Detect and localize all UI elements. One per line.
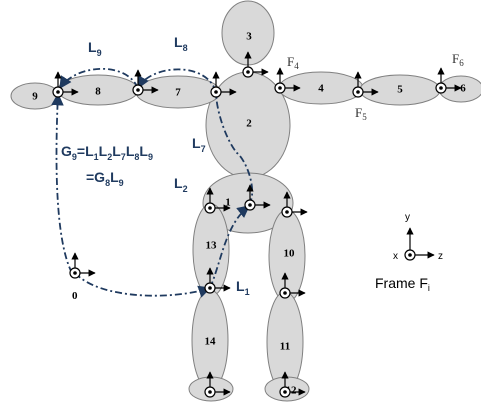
link-labels: L9 L8 L7 L2 L1 [88,34,250,297]
path-elbow-to-wrist [59,67,139,90]
segment-label-2: 2 [246,118,252,130]
joint-frame-left-hip [204,187,231,214]
path-origin-to-hip [74,272,212,298]
joint-frame-right-wrist [435,67,462,94]
path-hip-to-pelvis [209,205,250,289]
link-label-l7: L7 [192,135,206,154]
segment-label-13: 13 [206,240,218,252]
legend-title: Frame Fi [375,275,430,293]
joint-frame-origin [69,252,96,279]
joint-dot-icon [283,390,287,394]
legend-x-label: x [393,251,398,262]
joint-dot-icon [208,286,212,290]
segment-label-6: 6 [460,83,466,95]
link-label-l1: L1 [236,278,250,297]
frame-label-f5: F5 [355,105,367,122]
path-shoulder-to-elbow [137,68,217,93]
joint-dot-icon [246,70,250,74]
link-label-l2: L2 [174,175,188,194]
segment-label-1: 1 [225,197,231,209]
joint-frame-left-shoulder [210,71,237,98]
path-origin-to-wrist [51,92,73,274]
segment-label-12: 12 [286,385,298,397]
frame-legend: y x z Frame Fi [375,212,443,293]
frame-label-f4: F4 [287,54,299,71]
legend-z-label: z [438,251,443,262]
joint-frame-right-shoulder [274,67,301,94]
frame-labels: F4 F5 F6 [287,51,464,122]
joint-dot-icon [136,88,140,92]
joint-frame-left-wrist [52,71,79,98]
joint-frame-right-elbow [352,71,379,98]
joint-frame-neck [242,51,269,78]
joint-dot-icon [208,390,212,394]
segment-label-5: 5 [397,84,403,96]
segment-label-3: 3 [246,31,252,43]
legend-origin-dot-icon [408,253,412,257]
joint-dot-icon [439,86,443,90]
joint-dot-icon [56,90,60,94]
joint-dot-icon [285,210,289,214]
joint-frame-left-knee [204,267,231,294]
legend-y-label: y [405,212,410,223]
joint-frame-right-knee [279,272,306,299]
link-label-l9: L9 [88,39,102,58]
origin-label: 0 [72,290,78,302]
joint-dot-icon [214,90,218,94]
joint-frame-left-ankle [204,371,231,398]
chain-paths [51,67,254,298]
segment-label-7: 7 [175,87,181,99]
joint-dot-icon [278,86,282,90]
segment-label-10: 10 [284,248,296,260]
segment-label-14: 14 [205,336,217,348]
segment-label-11: 11 [280,341,290,353]
equation-line-2: =G8L9 [86,169,124,188]
joint-dot-icon [73,271,77,275]
link-label-l8: L8 [174,34,188,53]
joint-frame-right-ankle [279,371,306,398]
joint-frame-left-elbow [132,69,159,96]
body-segments [10,0,481,402]
joint-dot-icon [248,203,252,207]
joint-frame-pelvis [244,184,271,211]
joint-dot-icon [356,90,360,94]
segment-label-8: 8 [95,86,101,98]
segment-labels: 1 2 3 4 5 6 7 8 9 10 11 12 13 14 [32,31,466,397]
segment-label-9: 9 [32,91,38,103]
joint-frames [52,51,462,398]
joint-dot-icon [208,206,212,210]
segment-label-4: 4 [318,83,324,95]
joint-frame-right-hip [281,191,308,218]
equation-line-1: G9=L1L2L7L8L9 [61,143,153,162]
frame-label-f6: F6 [452,51,464,68]
chain-equation: G9=L1L2L7L8L9 =G8L9 [61,143,153,188]
joint-dot-icon [283,291,287,295]
